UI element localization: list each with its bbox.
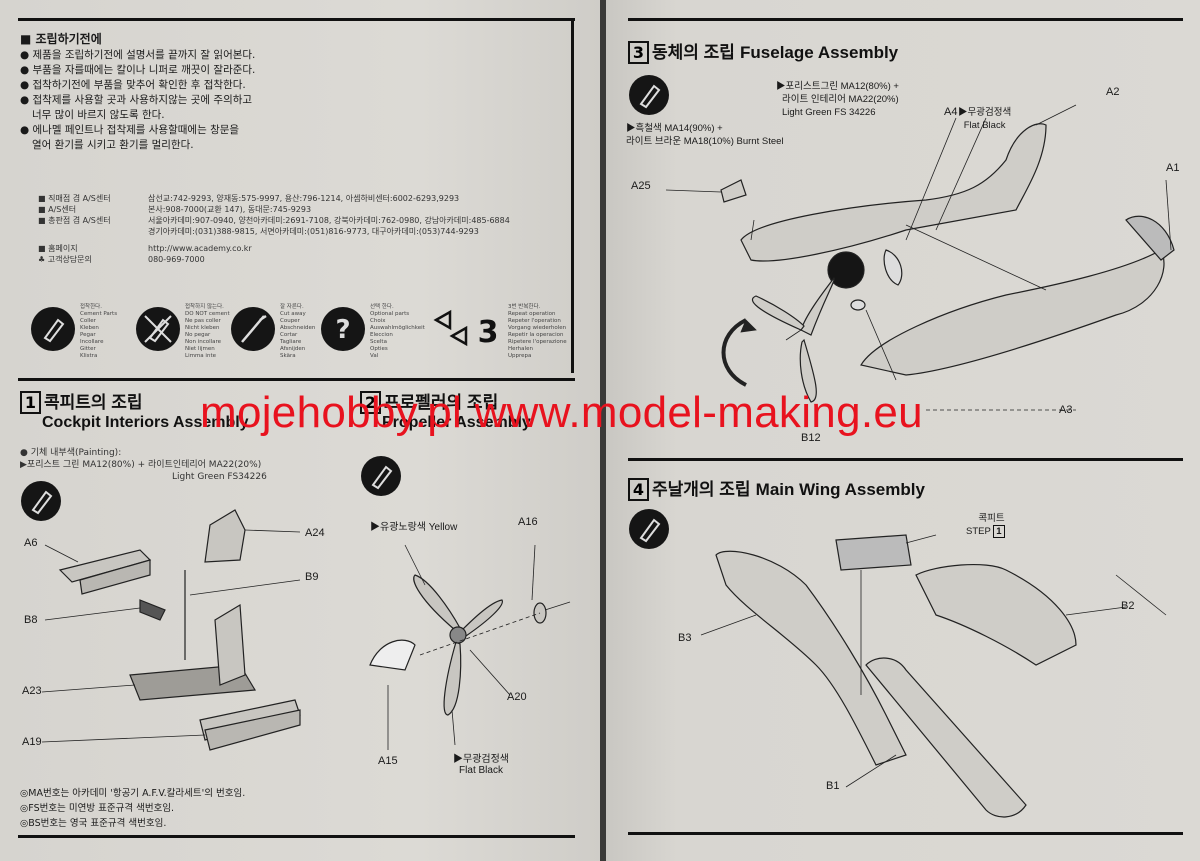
right-rule (571, 18, 574, 373)
part-label: A20 (507, 691, 527, 703)
top-rule (18, 18, 575, 21)
part-label: A24 (305, 527, 325, 539)
bottom-rule (628, 832, 1183, 835)
watermark: mojehobby.pl www.model-making.eu (200, 388, 923, 437)
paint-yellow: ▶유광노랑색 Yellow (370, 522, 458, 533)
part-label: A1 (1166, 162, 1180, 174)
fuselage-diagram (665, 104, 1175, 411)
part-label: A3 (1059, 404, 1073, 416)
part-label: B12 (801, 432, 821, 444)
part-label: A6 (24, 537, 38, 549)
section-rule (18, 378, 575, 381)
part-label: B9 (305, 571, 319, 583)
prep-item: ● 접착제를 사용할 곳과 사용하지않는 곳에 주의하고 (20, 94, 253, 106)
footnotes: ◎MA번호는 아카데미 '항공기 A.F.V.칼라세트'의 번호임. ◎FS번호… (20, 788, 246, 829)
part-label: A4 (944, 106, 958, 118)
bottom-rule (18, 835, 575, 838)
prep-title: ■ 조립하기전에 (20, 32, 102, 46)
left-page: ■ 조립하기전에 ● 제품을 조립하기전에 설명서를 끝까지 잘 읽어본다. ●… (0, 0, 600, 861)
prep-item: 열어 환기를 시키고 환기를 멀리한다. (32, 139, 194, 151)
cement-icon (629, 75, 669, 115)
part-label: A15 (378, 755, 398, 767)
step1-paint-note: ● 기체 내부색(Painting): ▶포리스트 그린 MA12(80%) +… (20, 448, 267, 482)
no-cement-icon (136, 307, 180, 351)
cockpit-diagram (41, 509, 301, 751)
paint-steel-note: ▶흑철색 MA14(90%) +라이트 브라운 MA18(10%) Burnt … (626, 123, 784, 147)
service-row: 경기아카데미:(031)388-9815, 서면아카데미:(051)816-97… (148, 227, 479, 236)
part-label: A16 (518, 516, 538, 528)
section-rule (628, 458, 1183, 461)
part-label: A2 (1106, 86, 1120, 98)
part-label: B1 (826, 780, 840, 792)
svg-text:3: 3 (478, 315, 499, 350)
question-icon: ? (321, 307, 365, 351)
cut-icon (231, 307, 275, 351)
prep-item: ● 에나멜 페인트나 접착제를 사용할때에는 창문을 (20, 124, 240, 136)
part-label: A25 (631, 180, 651, 192)
cement-icon (21, 481, 61, 521)
cement-icon (361, 456, 401, 496)
prep-item: 너무 많이 바르지 않도록 한다. (32, 109, 165, 121)
cement-icon (31, 307, 75, 351)
cement-icon (629, 509, 669, 549)
prep-item: ● 접착하기전에 부품을 맞추어 확인한 후 접착한다. (20, 79, 246, 91)
part-label: A19 (22, 736, 42, 748)
wing-diagram (700, 534, 1167, 818)
paint-green-note: ▶포리스트그린 MA12(80%) +라이트 인테리어 MA22(20%)Lig… (776, 81, 899, 118)
prep-item: ● 제품을 조립하기전에 설명서를 끝까지 잘 읽어본다. (20, 49, 256, 61)
part-label: A23 (22, 685, 42, 697)
prep-list: ● 제품을 조립하기전에 설명서를 끝까지 잘 읽어본다. ● 부품을 자를때에… (20, 48, 340, 153)
propeller-diagram (369, 544, 571, 750)
part-label: B2 (1121, 600, 1135, 612)
prep-item: ● 부품을 자를때에는 칼이나 니퍼로 깨끗이 잘라준다. (20, 64, 256, 76)
svg-text:?: ? (335, 315, 350, 345)
top-rule (628, 18, 1183, 21)
part-label: B3 (678, 632, 692, 644)
repeat-icon: 3 (433, 309, 499, 350)
part-label: B8 (24, 614, 38, 626)
